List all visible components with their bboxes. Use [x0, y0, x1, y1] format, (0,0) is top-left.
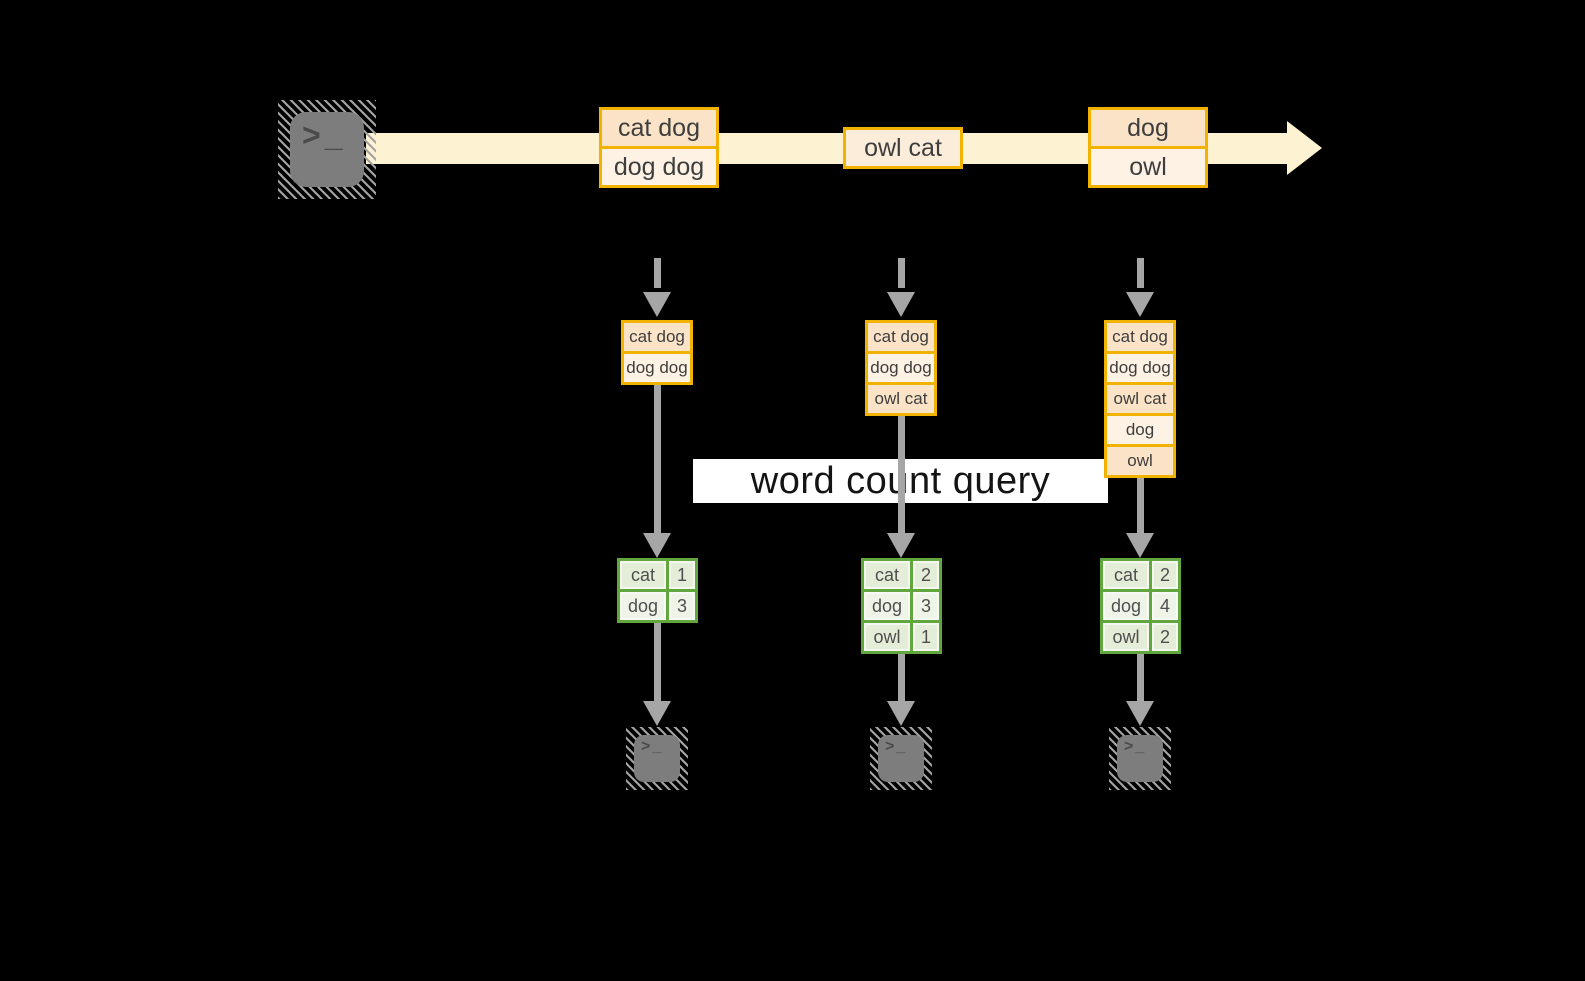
accumulated-row: cat dog: [624, 323, 690, 351]
output-terminal-icon-2: >_: [870, 727, 932, 790]
query-arrow-line: [898, 416, 905, 533]
dashed-arrow-head-icon: [1126, 292, 1154, 317]
count-table-cell-value: 1: [669, 561, 695, 589]
terminal-window: >_: [290, 112, 364, 187]
count-table-cell-value: 1: [913, 623, 939, 651]
terminal-prompt-icon: >_: [1124, 738, 1147, 755]
stream-record-3: dog owl: [1088, 107, 1208, 188]
stream-record-row: cat dog: [602, 110, 716, 146]
accumulated-row: dog dog: [1107, 354, 1173, 382]
source-terminal-icon: >_: [278, 100, 376, 199]
accumulated-row: owl cat: [1107, 385, 1173, 413]
count-table-cell-word: dog: [620, 592, 666, 620]
count-table-cell-value: 2: [1152, 623, 1178, 651]
dashed-arrow-line: [898, 258, 905, 288]
accumulated-row: owl cat: [868, 385, 934, 413]
count-table-cell-word: dog: [1103, 592, 1149, 620]
stream-record-row: dog dog: [602, 149, 716, 185]
count-table-cell-value: 3: [669, 592, 695, 620]
count-table-cell-value: 2: [1152, 561, 1178, 589]
output-arrow-line: [654, 623, 661, 701]
accumulated-row: cat dog: [868, 323, 934, 351]
stream-record-2: owl cat: [843, 127, 963, 169]
count-table-cell-word: dog: [864, 592, 910, 620]
output-arrow-line: [898, 654, 905, 701]
accumulated-records-1: cat dog dog dog: [621, 320, 693, 385]
query-arrow-head-icon: [887, 533, 915, 558]
count-table-cell-word: cat: [620, 561, 666, 589]
count-table-cell-value: 2: [913, 561, 939, 589]
count-table-2: cat 2 dog 3 owl 1: [861, 558, 942, 654]
accumulated-records-2: cat dog dog dog owl cat: [865, 320, 937, 416]
dashed-arrow-head-icon: [643, 292, 671, 317]
stream-record-row: dog: [1091, 110, 1205, 146]
count-table-3: cat 2 dog 4 owl 2: [1100, 558, 1181, 654]
accumulated-row: owl: [1107, 447, 1173, 475]
dashed-arrow-line: [654, 258, 661, 288]
terminal-prompt-icon: >_: [302, 117, 347, 153]
terminal-window: >_: [1117, 735, 1163, 782]
accumulated-row: dog dog: [868, 354, 934, 382]
stream-record-row: owl cat: [846, 130, 960, 166]
count-table-1: cat 1 dog 3: [617, 558, 698, 623]
accumulated-row: dog: [1107, 416, 1173, 444]
terminal-window: >_: [634, 735, 680, 782]
count-table-cell-word: owl: [864, 623, 910, 651]
output-arrow-head-icon: [1126, 701, 1154, 726]
output-terminal-icon-3: >_: [1109, 727, 1171, 790]
output-arrow-line: [1137, 654, 1144, 701]
accumulated-records-3: cat dog dog dog owl cat dog owl: [1104, 320, 1176, 478]
dashed-arrow-line: [1137, 258, 1144, 288]
dashed-arrow-head-icon: [887, 292, 915, 317]
stream-record-row: owl: [1091, 149, 1205, 185]
stream-record-1: cat dog dog dog: [599, 107, 719, 188]
terminal-prompt-icon: >_: [885, 738, 908, 755]
output-arrow-head-icon: [887, 701, 915, 726]
count-table-cell-value: 3: [913, 592, 939, 620]
output-arrow-head-icon: [643, 701, 671, 726]
query-arrow-line: [1137, 478, 1144, 533]
query-arrow-line: [654, 385, 661, 533]
output-terminal-icon-1: >_: [626, 727, 688, 790]
stream-arrowhead-icon: [1287, 121, 1322, 175]
query-arrow-head-icon: [1126, 533, 1154, 558]
count-table-cell-word: cat: [1103, 561, 1149, 589]
count-table-cell-word: cat: [864, 561, 910, 589]
count-table-cell-value: 4: [1152, 592, 1178, 620]
accumulated-row: dog dog: [624, 354, 690, 382]
query-arrow-head-icon: [643, 533, 671, 558]
accumulated-row: cat dog: [1107, 323, 1173, 351]
terminal-window: >_: [878, 735, 924, 782]
terminal-prompt-icon: >_: [641, 738, 664, 755]
count-table-cell-word: owl: [1103, 623, 1149, 651]
